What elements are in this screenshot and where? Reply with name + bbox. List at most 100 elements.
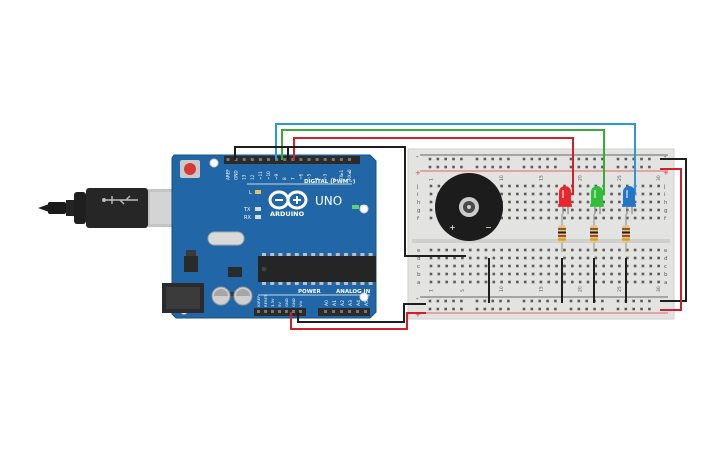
column-number: 20 (578, 175, 584, 181)
column-number: 5 (460, 289, 466, 292)
arduino-wordmark: ARDUINO (270, 210, 305, 218)
power-pin-label: IOREF (256, 296, 261, 307)
rail-minus-label-bottom: - (416, 295, 419, 303)
leds[interactable] (558, 186, 636, 214)
row-letter: i (664, 192, 666, 198)
resistor[interactable] (622, 214, 630, 252)
analog-pin[interactable] (364, 310, 367, 313)
digital-pin-label: AREF (226, 169, 231, 180)
rail-minus-label: - (416, 153, 419, 161)
digital-pin[interactable] (267, 158, 270, 161)
led-on (352, 205, 359, 209)
resistor[interactable] (558, 214, 566, 252)
power-pin[interactable] (278, 310, 281, 313)
resistor[interactable] (590, 214, 598, 252)
power-jack[interactable] (162, 283, 204, 313)
wire-red-signal (293, 137, 574, 195)
power-pin-label: RESET (263, 294, 268, 307)
digital-pin-label: 2 (331, 177, 336, 180)
atmega-chip (258, 253, 376, 285)
led-blue[interactable] (622, 186, 636, 214)
led-red[interactable] (558, 186, 572, 214)
power-pin-label: 5V (277, 302, 282, 307)
digital-pin-label: ~3 (323, 173, 328, 180)
digital-pin[interactable] (226, 158, 230, 161)
buzzer-plus-label: + (449, 223, 456, 232)
digital-pin-label: 4 (315, 177, 320, 180)
piezo-buzzer[interactable]: + − (435, 173, 503, 241)
analog-header (318, 308, 370, 316)
led-l-label: L (249, 190, 252, 196)
wire-red-5v (290, 312, 426, 330)
power-header-label: POWER (298, 289, 322, 295)
digital-pin-label: 7 (290, 177, 295, 180)
analog-pin-label: A1 (332, 300, 338, 306)
wires[interactable] (234, 123, 687, 330)
digital-pin[interactable] (339, 158, 343, 161)
rail-plus-label-bottom: + (415, 311, 421, 319)
power-pin-label: GND (291, 298, 296, 307)
led-on-label: ON (360, 205, 368, 211)
analog-pin[interactable] (340, 310, 343, 313)
analog-pin-label: A3 (348, 300, 354, 306)
power-pin-label: Vin (298, 300, 303, 307)
analog-pin-label: A4 (356, 300, 362, 306)
digital-pin-label: ~10 (266, 171, 271, 180)
column-number: 30 (656, 286, 662, 292)
analog-pin[interactable] (348, 310, 351, 313)
led-l (255, 190, 261, 194)
analog-pin[interactable] (356, 310, 359, 313)
row-letter: f (664, 216, 667, 222)
digital-pin[interactable] (291, 158, 295, 161)
reset-button[interactable] (180, 160, 200, 178)
digital-header-label: DIGITAL (PWM~) (304, 179, 356, 185)
analog-pin-label: A0 (324, 300, 330, 306)
resistors[interactable] (558, 214, 630, 252)
digital-pin[interactable] (323, 158, 327, 161)
rail-plus-label-right: + (663, 169, 669, 177)
led-rx (255, 215, 261, 219)
digital-pin-label: 13 (242, 174, 247, 180)
led-green[interactable] (590, 186, 604, 214)
led-tx-label: TX (243, 207, 251, 213)
power-pin[interactable] (285, 310, 288, 313)
digital-pin[interactable] (331, 158, 335, 161)
column-number: 10 (499, 286, 505, 292)
power-pin[interactable] (292, 310, 295, 313)
analog-pin[interactable] (324, 310, 327, 313)
power-pin[interactable] (299, 310, 302, 313)
center-channel (412, 239, 670, 243)
digital-pin[interactable] (250, 158, 254, 161)
row-letter: a (664, 280, 667, 286)
row-letter: b (417, 272, 421, 278)
arduino-logo (268, 190, 308, 210)
digital-pin[interactable] (348, 158, 351, 161)
mounting-hole (209, 158, 219, 168)
digital-pin[interactable] (234, 158, 238, 161)
digital-pin[interactable] (299, 158, 303, 161)
power-pin[interactable] (271, 310, 274, 313)
digital-pin[interactable] (258, 158, 262, 161)
voltage-regulator (184, 256, 198, 272)
wire-blue (275, 123, 636, 195)
digital-pin[interactable] (242, 158, 246, 161)
wire-red-rail-jumper (660, 168, 682, 311)
digital-pin[interactable] (283, 158, 287, 161)
digital-pin[interactable] (307, 158, 311, 161)
power-pin[interactable] (257, 310, 260, 313)
column-number: 30 (656, 175, 662, 181)
analog-pin-label: A5 (364, 300, 370, 306)
digital-pin-label: ~5 (307, 173, 312, 180)
row-letter: j (416, 184, 419, 190)
usb-cable[interactable] (38, 188, 174, 228)
led-rx-label: RX (244, 215, 251, 221)
digital-pin[interactable] (315, 158, 319, 161)
analog-pin[interactable] (332, 310, 335, 313)
column-number: 15 (538, 286, 544, 292)
row-letter: d (664, 256, 668, 262)
power-pin[interactable] (264, 310, 267, 313)
digital-pin-label: 8 (282, 177, 287, 180)
row-letter: j (663, 184, 666, 190)
column-number: 1 (429, 289, 435, 292)
